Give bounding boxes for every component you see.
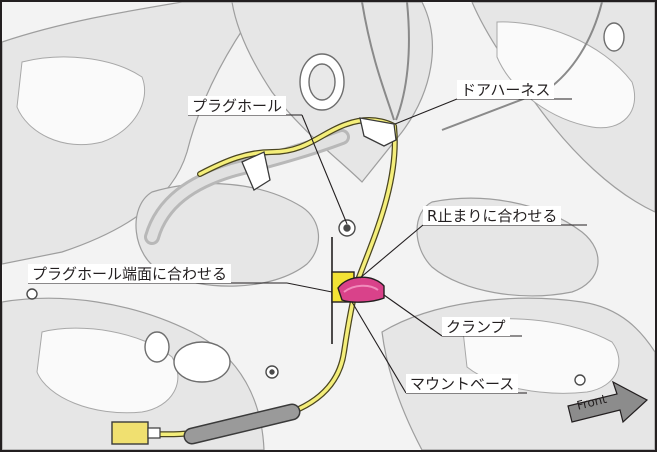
- harness-clamp: [337, 276, 385, 303]
- callout-mount-base: マウントベース: [406, 374, 519, 393]
- callout-door-harness: ドアハーネス: [457, 80, 555, 99]
- panel-openings: [144, 22, 625, 383]
- front-arrow-icon: [567, 380, 649, 424]
- clamp-highlight: [343, 284, 379, 293]
- bolts: [26, 219, 586, 386]
- harness-connector: [111, 421, 149, 445]
- callout-align-plug-hole-edge: プラグホール端面に合わせる: [28, 264, 232, 283]
- upper-clamps: [241, 117, 397, 191]
- leader-lines: [28, 98, 587, 394]
- callout-plug-hole: プラグホール: [188, 96, 287, 115]
- harness-corrugated-tube-highlight: [147, 132, 347, 242]
- harness-tape: [185, 405, 299, 443]
- callout-align-r-stop: R止まりに合わせる: [423, 206, 562, 225]
- callout-clamp: クランプ: [442, 317, 510, 336]
- connector-latch: [147, 427, 161, 439]
